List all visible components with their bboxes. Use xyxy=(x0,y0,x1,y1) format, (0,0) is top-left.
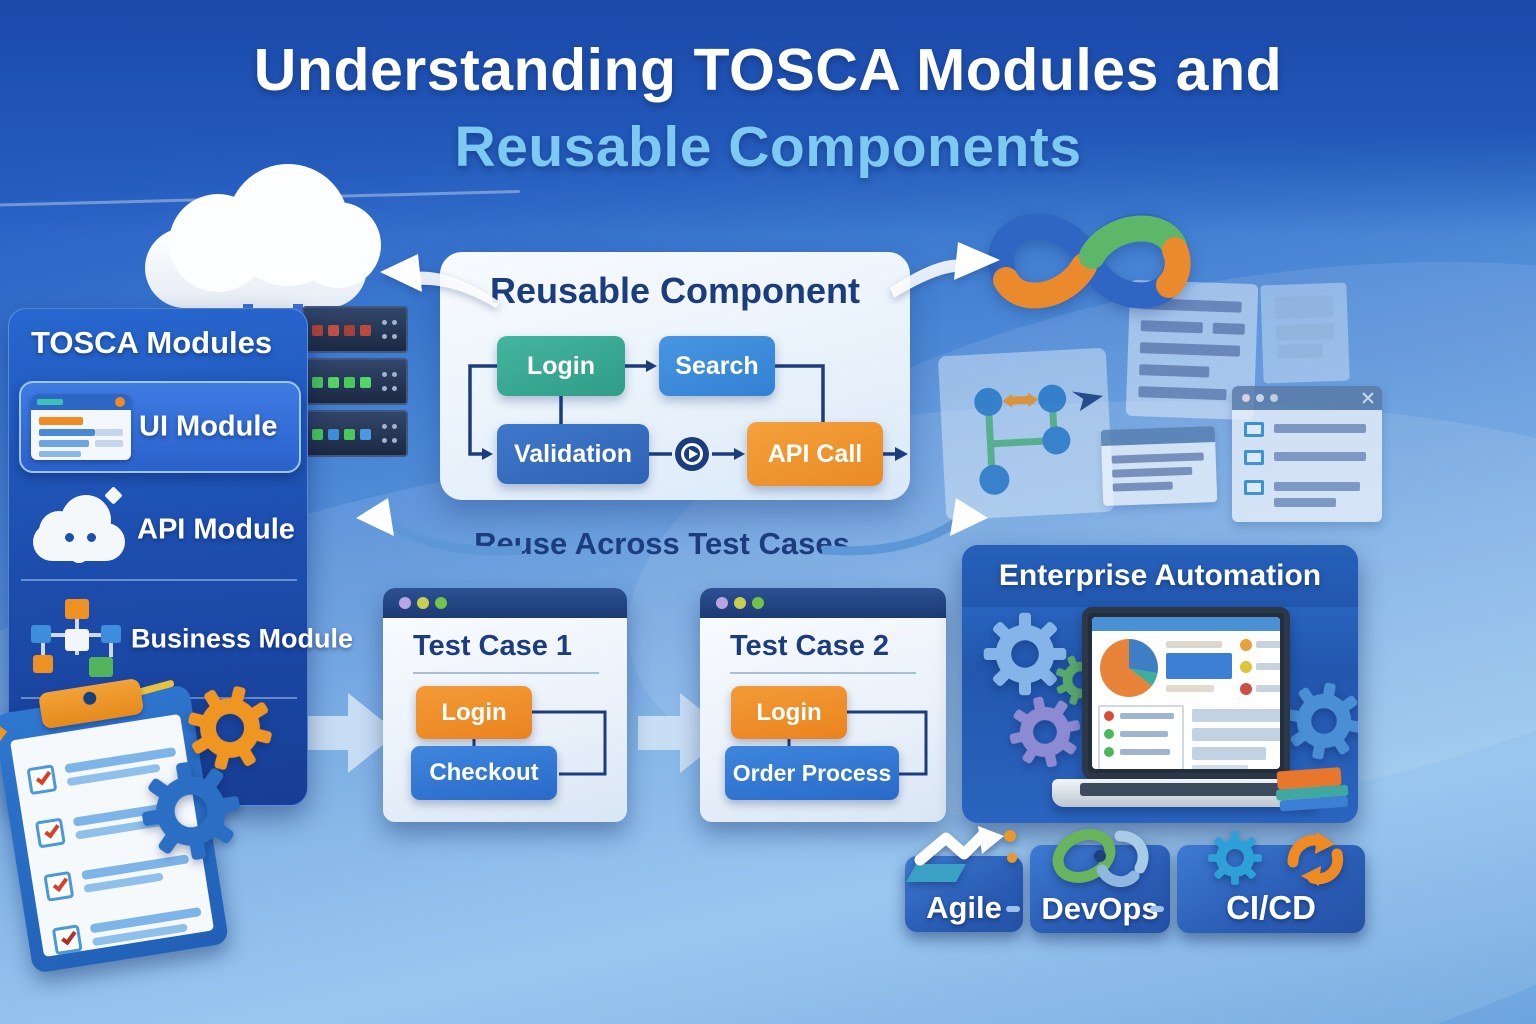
devops-loop-icon xyxy=(1052,829,1149,888)
cloud-api-icon xyxy=(31,486,127,565)
window-titlebar xyxy=(383,588,627,618)
reusable-component-title: Reusable Component xyxy=(489,270,861,311)
faded-window xyxy=(1100,426,1218,506)
flow-step-search[interactable]: Search xyxy=(659,336,775,396)
swoosh-arrow-right-icon xyxy=(822,498,988,556)
faded-checklist-window xyxy=(1232,386,1382,522)
cloud-icon xyxy=(145,158,381,363)
enterprise-title: Enterprise Automation xyxy=(998,559,1322,592)
badge-label: DevOps xyxy=(1041,891,1159,926)
divider xyxy=(730,672,916,674)
agile-arrow-icon xyxy=(906,826,1017,882)
window-dot xyxy=(734,597,746,609)
window-dot xyxy=(716,597,728,609)
swoosh-arrow-left-icon xyxy=(356,498,522,556)
flowchart-icon xyxy=(27,597,127,683)
sidebar-item-business-module[interactable]: Business Module xyxy=(19,591,353,687)
sidebar-item-label: API Module xyxy=(137,513,295,546)
flow-connectors xyxy=(787,710,928,776)
divider xyxy=(413,672,599,674)
faded-document xyxy=(1260,282,1350,384)
badge-label: Agile xyxy=(926,890,1002,925)
reusable-component-panel: Reusable Component Login Search Validati… xyxy=(440,252,910,500)
sidebar-item-ui-module[interactable]: UI Module xyxy=(19,381,301,473)
sidebar-item-label: UI Module xyxy=(139,410,278,443)
test-case-1-window: Test Case 1 Login Checkout xyxy=(383,588,627,822)
chevron-arrow-right xyxy=(306,716,348,750)
badge-agile: Agile xyxy=(905,856,1023,932)
arrow-up-right-icon xyxy=(890,242,1000,298)
page-title-line1: Understanding TOSCA Modules and xyxy=(253,37,1283,103)
window-dot xyxy=(435,597,447,609)
window-dot xyxy=(1270,394,1278,402)
browser-window-icon xyxy=(31,394,131,460)
badge-label: CI/CD xyxy=(1226,889,1316,926)
test-case-2-window: Test Case 2 Login Order Process xyxy=(700,588,946,822)
reuse-caption: Reuse Across Test Cases xyxy=(474,526,850,561)
window-dot xyxy=(1242,394,1250,402)
window-dot xyxy=(399,597,411,609)
test-step-login[interactable]: Login xyxy=(731,686,847,739)
window-dot xyxy=(752,597,764,609)
test-step-checkout[interactable]: Checkout xyxy=(411,746,557,800)
sidebar-item-api-module[interactable]: API Module xyxy=(19,485,301,575)
chevron-arrow-right xyxy=(638,716,680,750)
infinity-loop-icon xyxy=(987,213,1191,309)
page-title-line2: Reusable Components xyxy=(454,115,1082,179)
test-step-login[interactable]: Login xyxy=(416,686,532,739)
flow-step-login[interactable]: Login xyxy=(497,336,625,396)
window-dot xyxy=(1256,394,1264,402)
sidebar-title: TOSCA Modules xyxy=(31,325,273,360)
flow-step-api-call[interactable]: API Call xyxy=(747,422,883,486)
laptop-dashboard-illustration xyxy=(1052,601,1320,817)
flow-connectors xyxy=(472,710,607,776)
flow-step-validation[interactable]: Validation xyxy=(497,424,649,484)
arrow-up-left-icon xyxy=(380,254,500,308)
server-rack-icon xyxy=(302,306,408,464)
faded-node-diagram xyxy=(937,347,1115,521)
window-dot xyxy=(417,597,429,609)
cicd-gears-icon xyxy=(1208,831,1344,886)
test-step-order-process[interactable]: Order Process xyxy=(725,746,899,800)
test-case-title: Test Case 2 xyxy=(730,630,890,662)
dash-decoration xyxy=(1150,906,1164,912)
sidebar-item-label: Business Module xyxy=(131,623,354,654)
window-titlebar xyxy=(700,588,946,618)
test-case-title: Test Case 1 xyxy=(413,630,573,662)
dash-decoration xyxy=(1006,906,1020,912)
close-icon[interactable] xyxy=(1362,392,1374,404)
flow-connectors xyxy=(468,360,908,471)
play-circle-icon xyxy=(689,449,698,459)
enterprise-automation-panel: Enterprise Automation xyxy=(962,545,1358,823)
pie-chart-icon xyxy=(1100,639,1158,697)
gear-icon xyxy=(134,754,248,868)
sidebar-divider xyxy=(21,579,297,581)
books-icon xyxy=(1275,766,1356,815)
cursor-arrow-icon xyxy=(1071,391,1104,412)
